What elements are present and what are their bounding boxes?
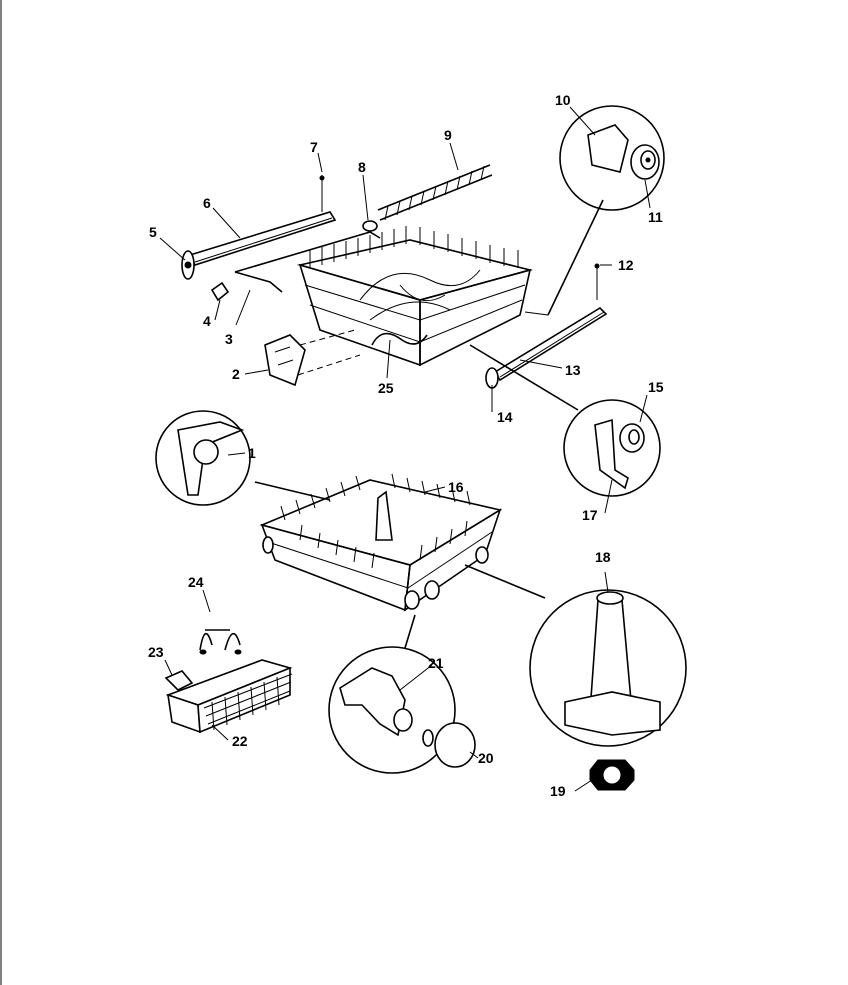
label-19: 19 (550, 783, 566, 799)
label-25: 25 (378, 380, 394, 396)
label-2: 2 (232, 366, 240, 382)
label-15: 15 (648, 379, 664, 395)
label-4: 4 (203, 313, 211, 329)
lower-rack (259, 473, 503, 612)
label-12: 12 (618, 257, 634, 273)
label-1: 1 (248, 445, 256, 461)
silverware-basket (164, 629, 293, 734)
label-18: 18 (595, 549, 611, 565)
label-13: 13 (565, 362, 581, 378)
label-10: 10 (555, 92, 571, 108)
label-23: 23 (148, 644, 164, 660)
leader-lines (159, 106, 651, 792)
label-11: 11 (648, 209, 663, 225)
left-rail-assembly (181, 175, 381, 302)
label-21: 21 (428, 655, 444, 671)
label-24: 24 (188, 574, 204, 590)
part-labels: 1 2 3 4 5 6 7 8 9 10 11 12 13 14 15 16 1… (148, 92, 664, 799)
label-16: 16 (448, 479, 464, 495)
label-5: 5 (149, 224, 157, 240)
label-6: 6 (203, 195, 211, 211)
detail-circle-wheel (328, 614, 476, 774)
label-8: 8 (358, 159, 366, 175)
right-rail-assembly (485, 263, 608, 389)
detail-circle-clip (155, 410, 331, 506)
label-3: 3 (225, 331, 233, 347)
label-7: 7 (310, 139, 318, 155)
label-14: 14 (497, 409, 513, 425)
part-9-tine-row (377, 164, 493, 221)
label-22: 22 (232, 733, 248, 749)
detail-circle-roller-lower (469, 344, 661, 497)
detail-circle-center-post (464, 564, 687, 791)
label-20: 20 (478, 750, 494, 766)
part-2-rack-bracket (264, 329, 361, 387)
label-17: 17 (582, 507, 598, 523)
upper-rack (296, 226, 534, 367)
detail-circle-roller-upper (524, 105, 665, 316)
label-9: 9 (444, 127, 452, 143)
